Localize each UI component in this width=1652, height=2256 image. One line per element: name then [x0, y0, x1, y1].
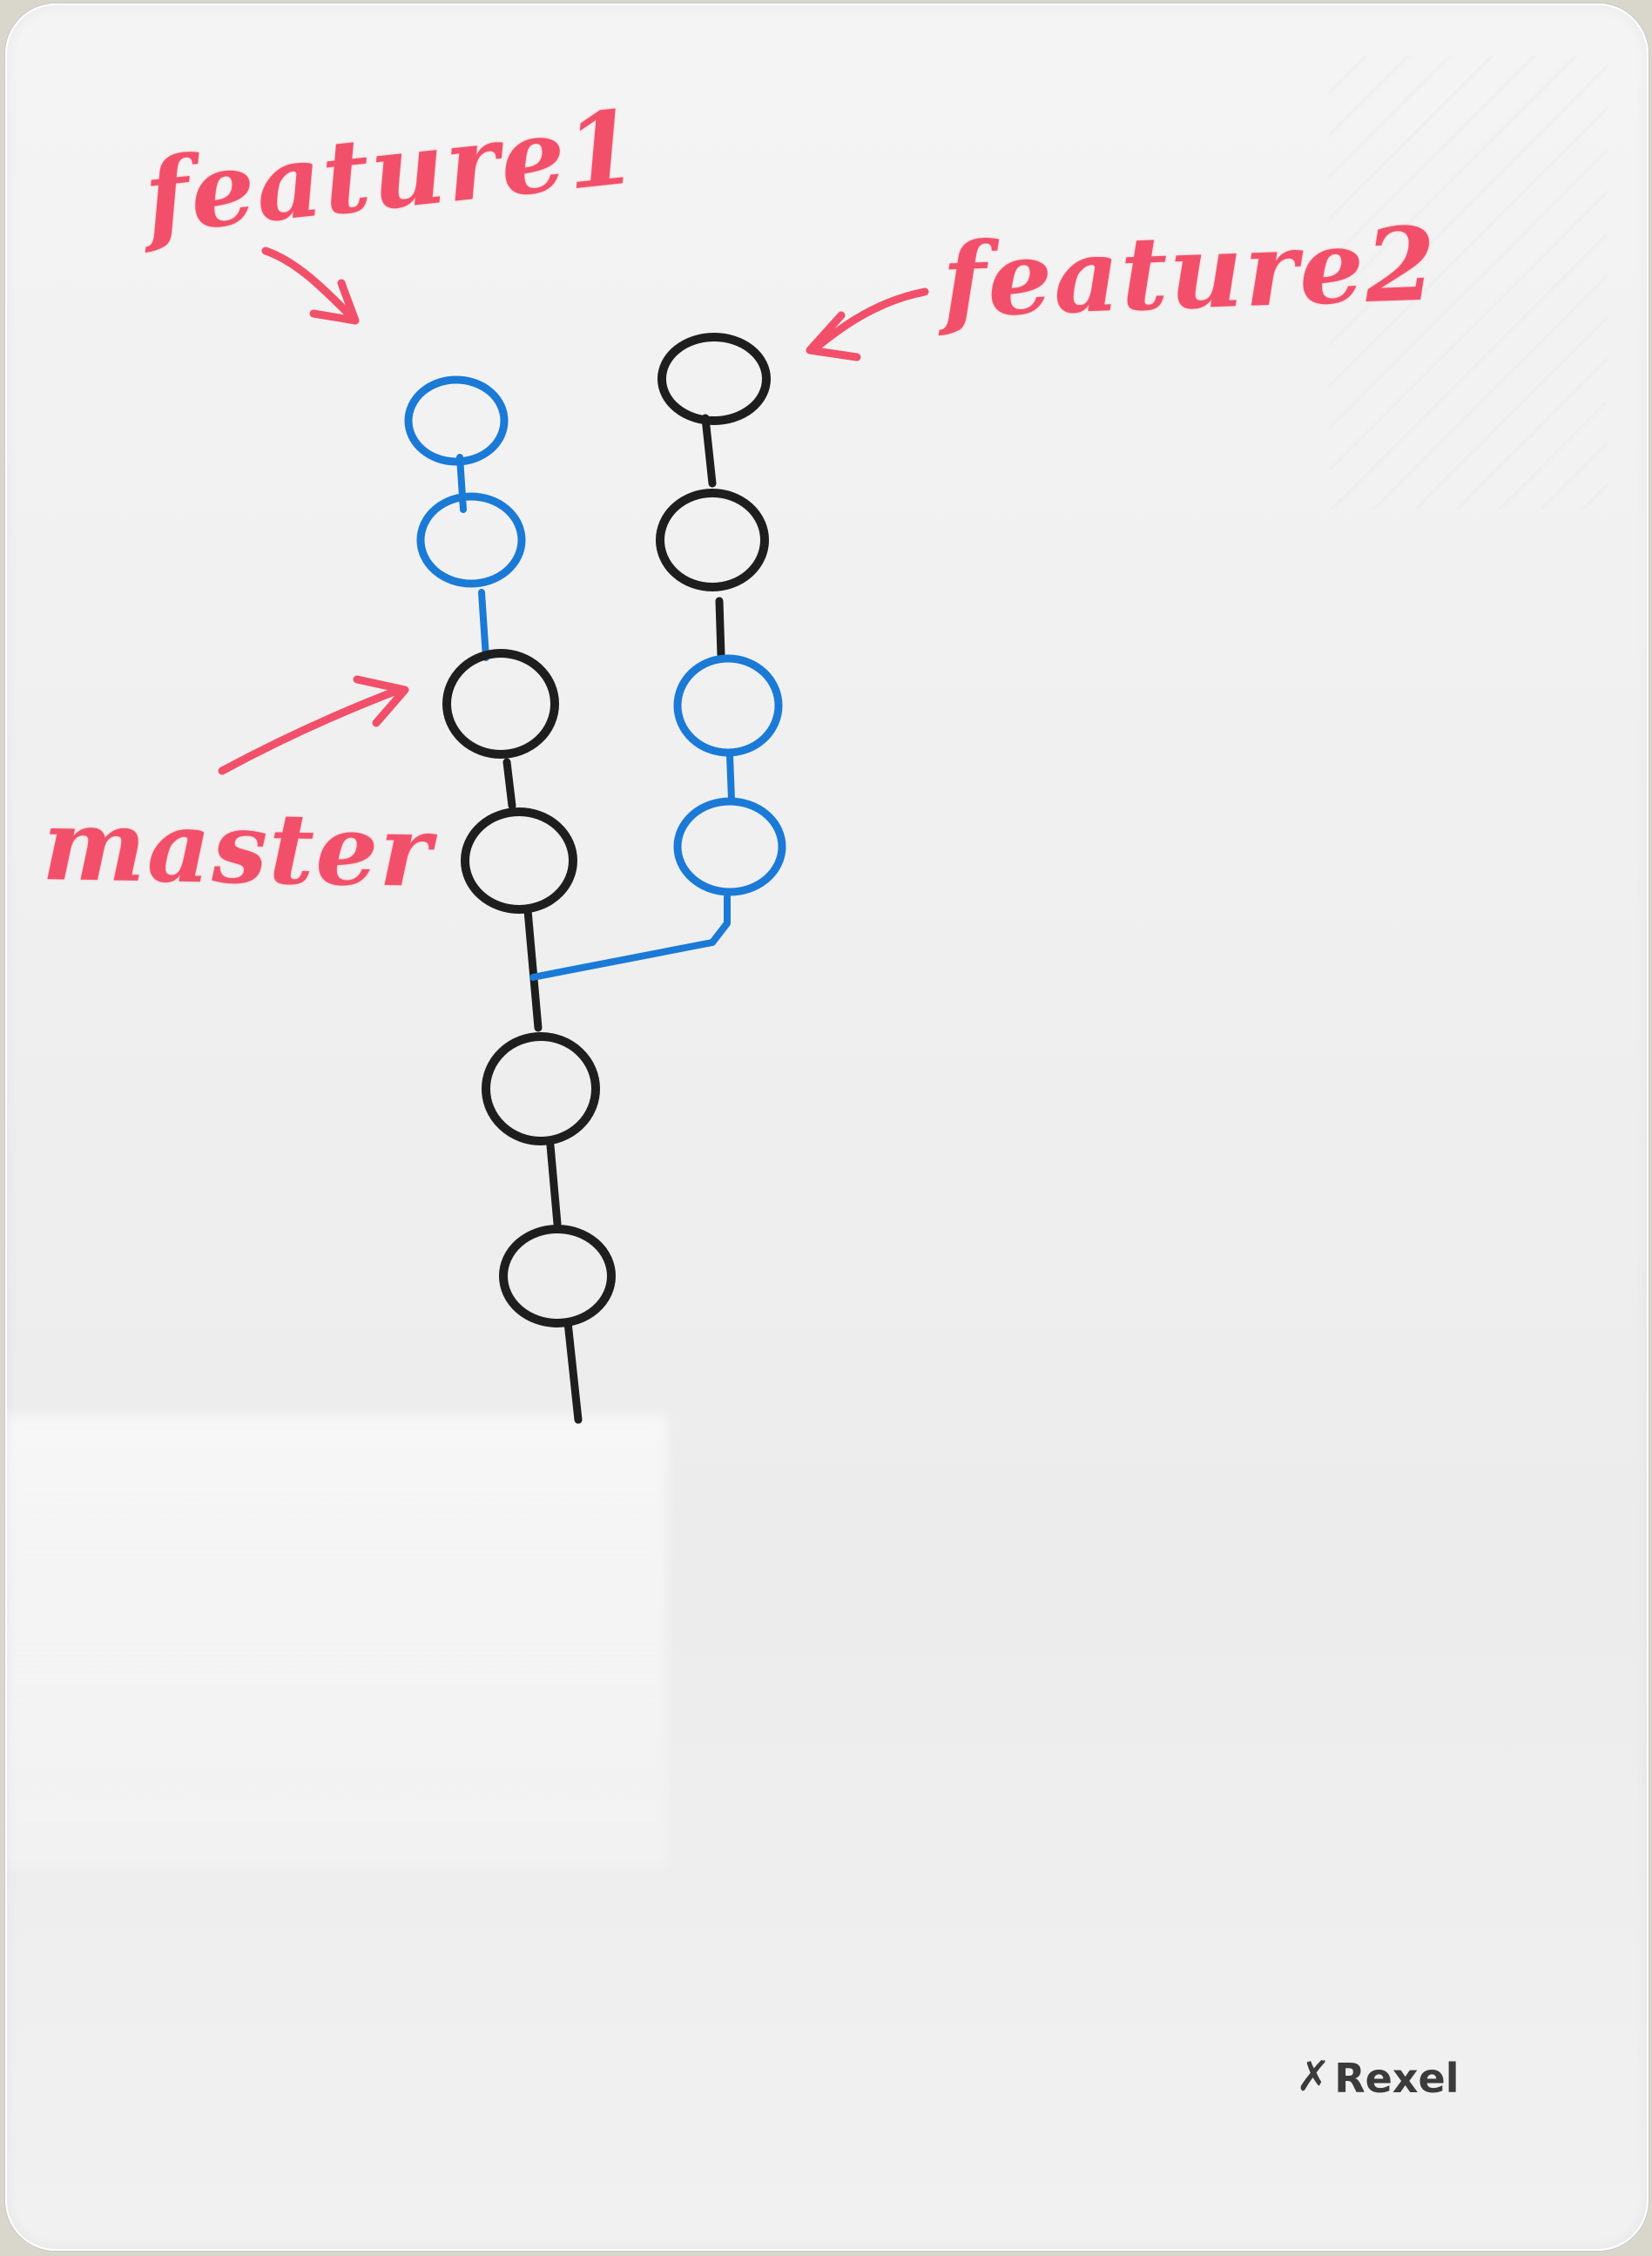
commit-feature1-2 — [404, 375, 509, 466]
label-feature2: feature2 — [941, 205, 1440, 341]
commit-master-3 — [461, 807, 577, 914]
master-line-4-5 — [523, 906, 543, 1032]
rexel-logo-icon: ✗ — [1296, 2052, 1332, 2101]
feature2-line-blue — [726, 752, 735, 803]
reflection-stripes — [1329, 56, 1608, 509]
master-line-bottom — [563, 1318, 583, 1424]
commit-master-4 — [442, 649, 559, 759]
feature2-line-black-mid — [715, 597, 725, 659]
master-line-3-4 — [502, 758, 516, 810]
commit-feature2-2 — [673, 654, 783, 757]
arrow-feature1 — [261, 247, 360, 325]
master-line-5-6 — [546, 1141, 562, 1228]
commit-feature2-1 — [673, 797, 786, 896]
commit-master-1 — [499, 1225, 616, 1327]
label-master: master — [41, 788, 435, 909]
commit-feature1-1 — [416, 492, 526, 588]
light-glare — [5, 1415, 667, 1868]
arrow-feature2 — [806, 287, 929, 361]
commit-master-2 — [482, 1032, 600, 1145]
feature2-line-black-top — [701, 414, 717, 488]
whiteboard — [5, 3, 1649, 2251]
brand-logo: ✗ Rexel — [1296, 2052, 1460, 2103]
brand-name: Rexel — [1334, 2055, 1460, 2102]
feature1-line-1-2 — [478, 589, 489, 661]
arrow-master — [218, 675, 409, 775]
commit-feature2-3 — [656, 489, 769, 591]
feature2-branch-line — [529, 894, 731, 981]
commit-feature2-4 — [657, 333, 771, 425]
